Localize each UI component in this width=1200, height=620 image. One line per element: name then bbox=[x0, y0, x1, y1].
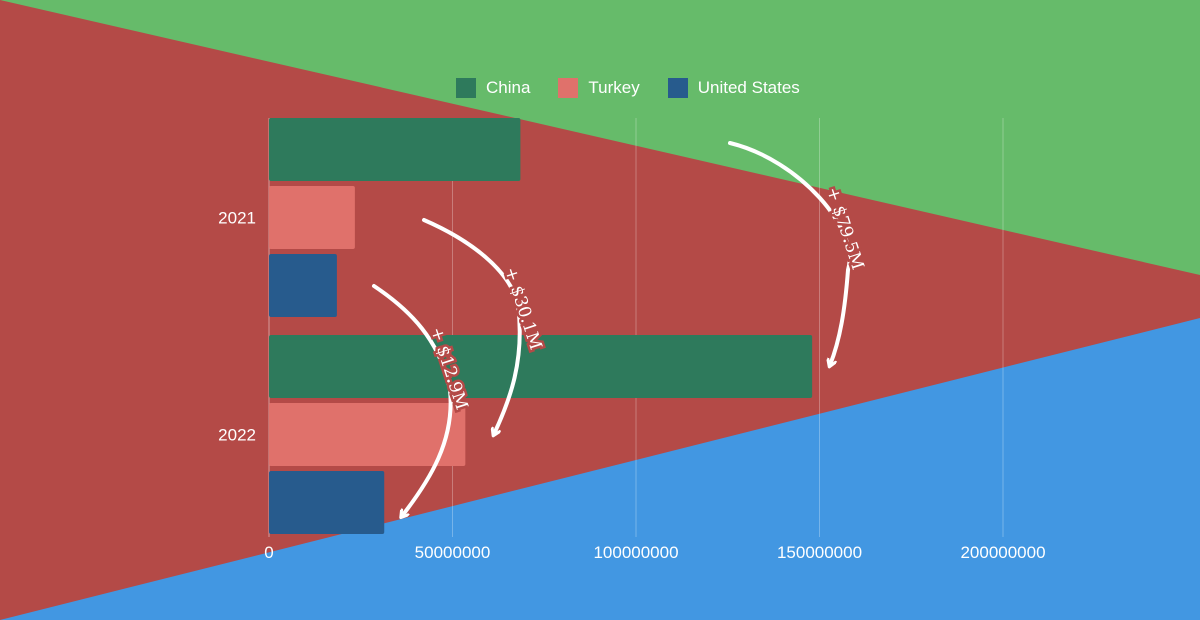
y-category-label-2022: 2022 bbox=[218, 426, 256, 445]
legend-swatch-united-states bbox=[667, 78, 688, 98]
bar-turkey-2021 bbox=[269, 186, 355, 249]
background-green-triangle bbox=[0, 0, 1200, 275]
x-tick-label-4: 200000000 bbox=[960, 543, 1045, 562]
background-blue-triangle bbox=[0, 318, 1200, 620]
legend-label-china: China bbox=[486, 78, 531, 97]
x-tick-label-1: 50000000 bbox=[415, 543, 491, 562]
x-tick-label-0: 0 bbox=[264, 543, 273, 562]
x-tick-label-3: 150000000 bbox=[777, 543, 862, 562]
annotation-arrow-united-states bbox=[372, 284, 453, 516]
annotation-arrow-turkey bbox=[422, 218, 522, 434]
legend-item-united-states: United States bbox=[667, 78, 800, 98]
x-tick-label-2: 100000000 bbox=[593, 543, 678, 562]
bar-china-2022 bbox=[269, 335, 813, 398]
legend-label-united-states: United States bbox=[697, 78, 800, 97]
legend-item-china: China bbox=[456, 78, 530, 98]
legend-label-turkey: Turkey bbox=[588, 78, 640, 97]
bar-turkey-2022 bbox=[269, 403, 466, 466]
legend-swatch-turkey bbox=[558, 78, 579, 98]
legend-item-turkey: Turkey bbox=[558, 78, 640, 98]
bar-united-states-2021 bbox=[269, 254, 337, 317]
annotation-arrow-china bbox=[728, 141, 852, 365]
legend-swatch-china bbox=[456, 78, 476, 98]
legend: China Turkey United States bbox=[456, 78, 800, 98]
bar-china-2021 bbox=[269, 118, 521, 181]
y-category-label-2021: 2021 bbox=[218, 209, 256, 228]
bar-united-states-2022 bbox=[269, 471, 385, 534]
